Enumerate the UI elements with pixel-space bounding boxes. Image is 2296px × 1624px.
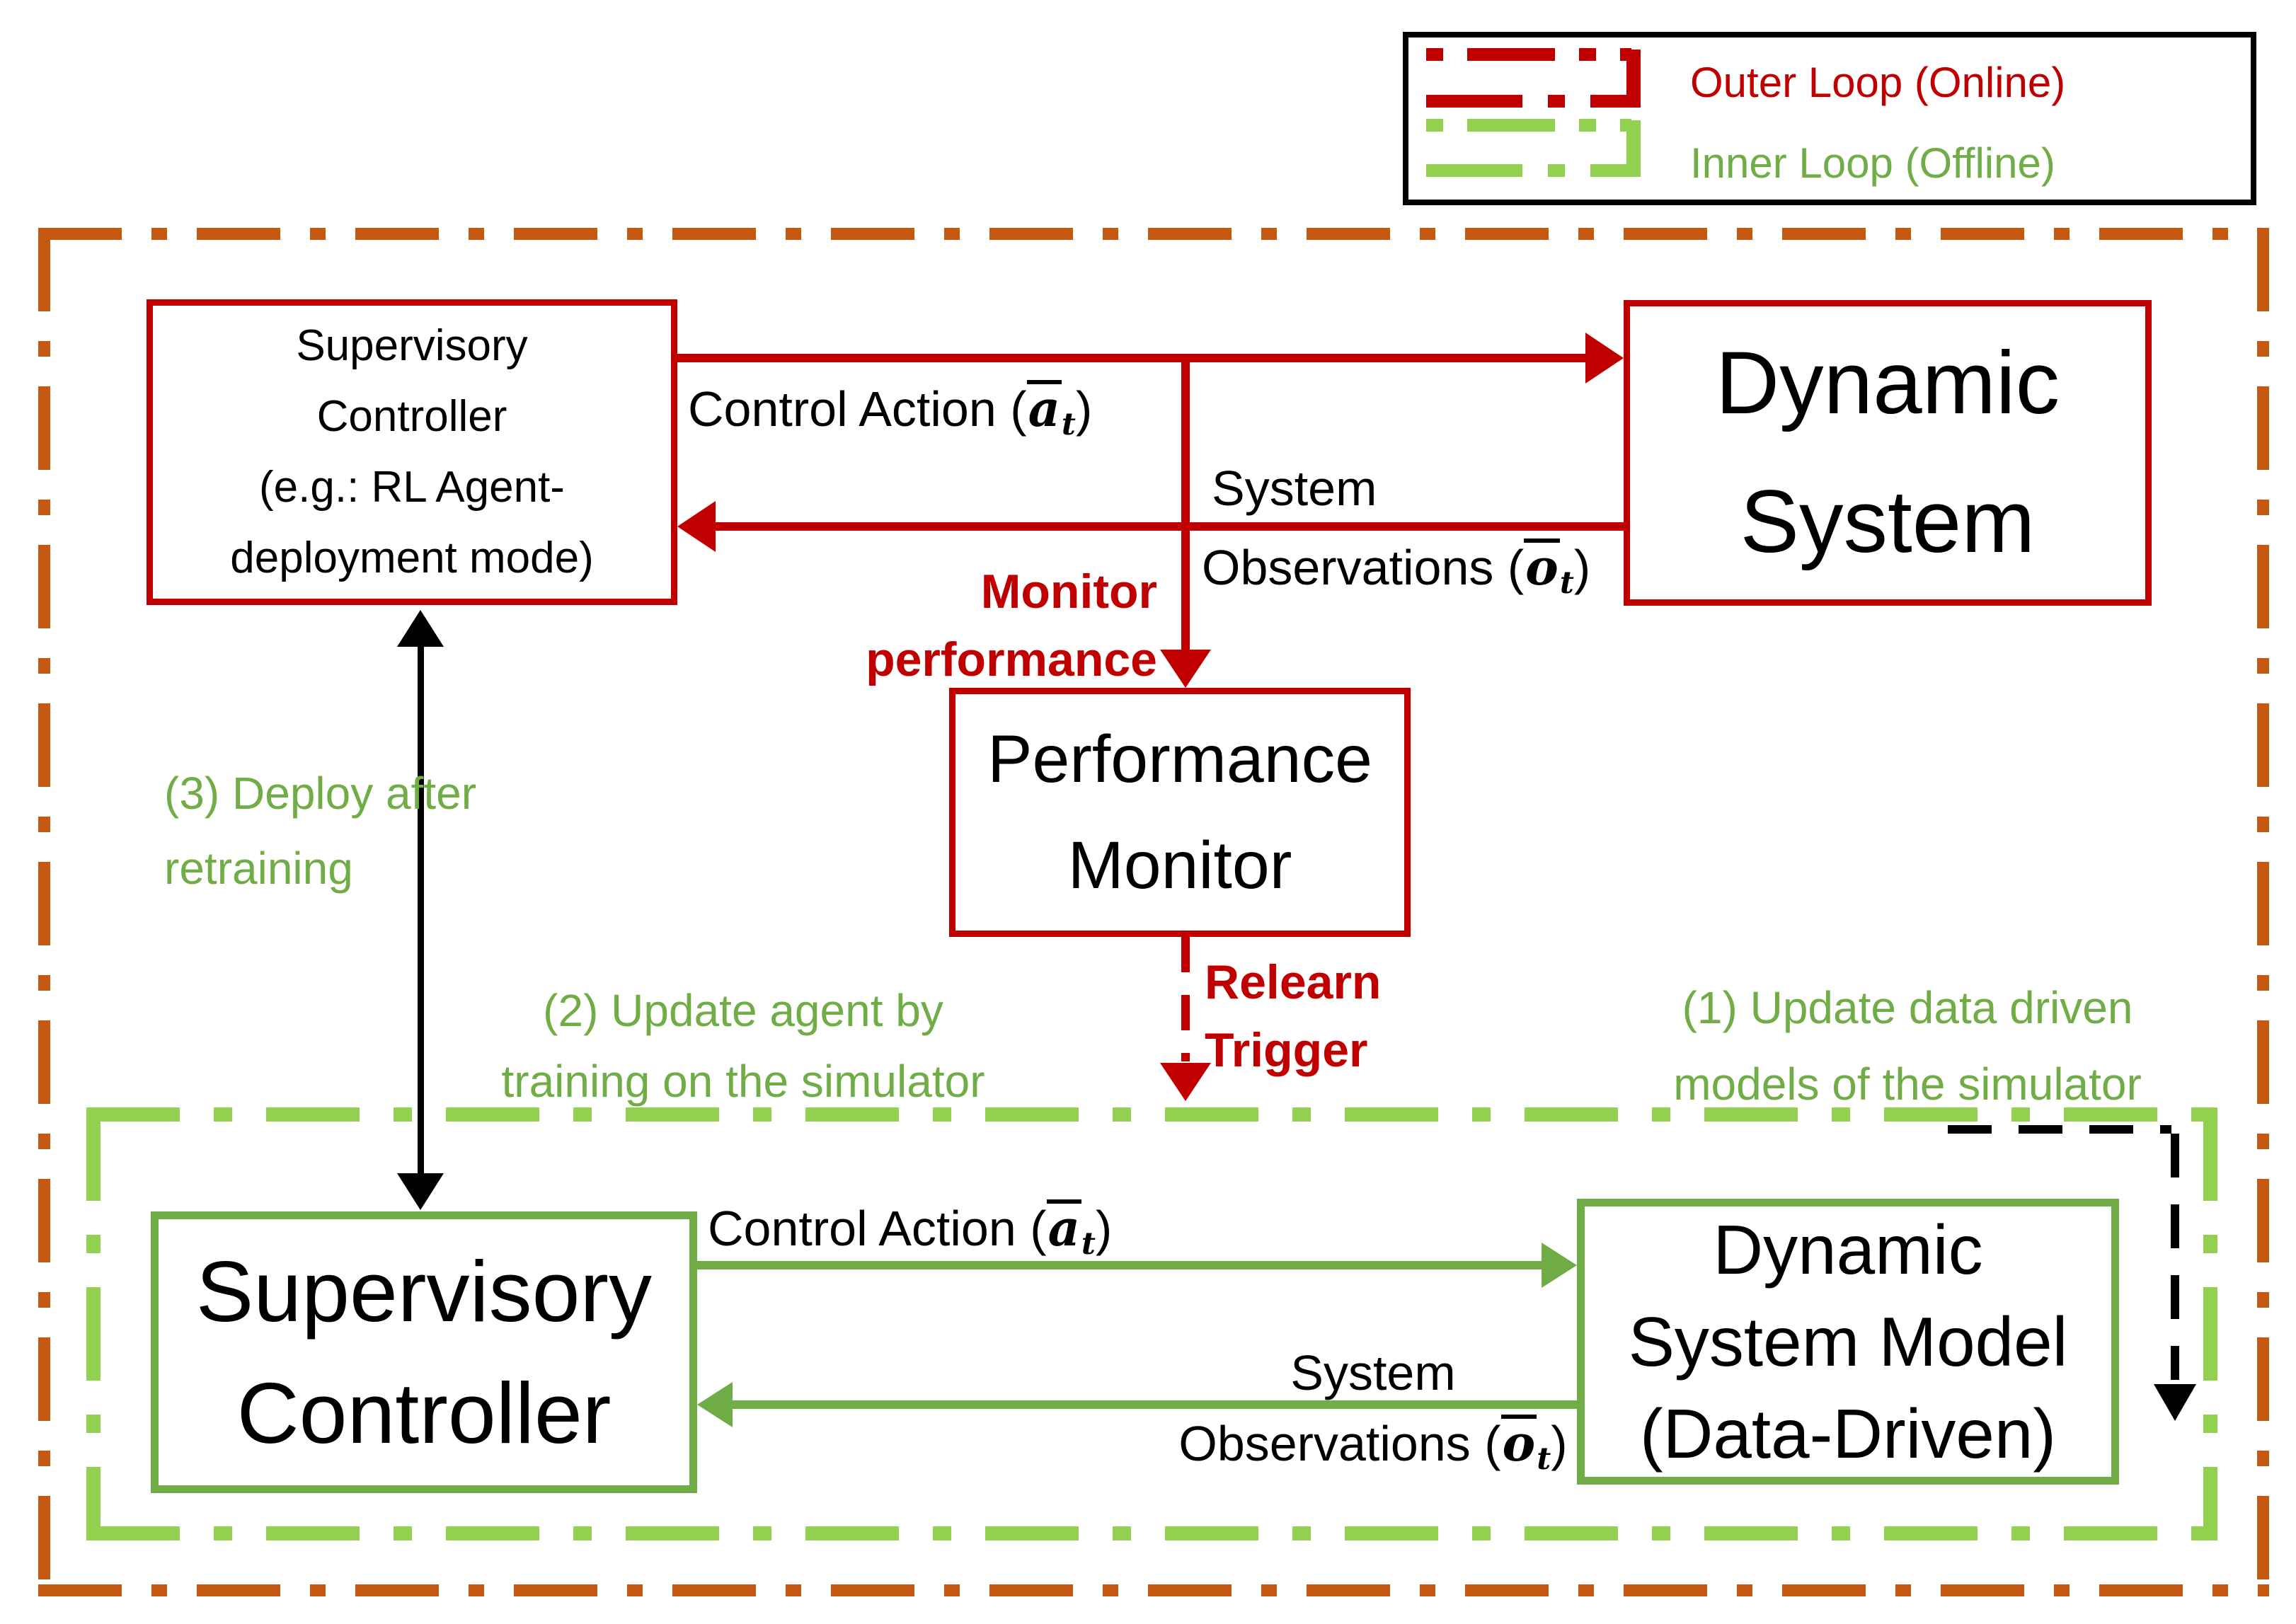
box-text: (e.g.: RL Agent- xyxy=(259,463,565,512)
system-observations-label-top-line2: Observations (ot) xyxy=(1202,538,1591,601)
update-models-dashed-arrow xyxy=(1948,1125,2171,1134)
system-observations-label-top-line1: System xyxy=(1212,461,1377,516)
box-text: Supervisory xyxy=(296,321,528,370)
box-text: Monitor xyxy=(1067,828,1292,903)
box-text: (Data-Driven) xyxy=(1639,1395,2057,1473)
inner-loop-border-bottom xyxy=(86,1526,2217,1541)
arrowhead-up-icon xyxy=(397,610,444,647)
inner-loop-line-sample xyxy=(1426,164,1641,177)
inner-loop-border-left xyxy=(86,1107,101,1541)
arrowhead-left-icon xyxy=(697,1382,733,1427)
inner-loop-border-right xyxy=(2203,1107,2217,1541)
control-action-label-top: Control Action (at) xyxy=(688,379,1093,443)
box-text: deployment mode) xyxy=(230,534,594,582)
outer-loop-border-bottom xyxy=(38,1584,2269,1596)
control-action-arrow-top xyxy=(677,354,1585,362)
legend-inner-label: Inner Loop (Offline) xyxy=(1690,139,2055,187)
box-text: Controller xyxy=(236,1365,612,1461)
inner-loop-line-sample xyxy=(1426,119,1631,132)
control-action-arrow-bottom xyxy=(697,1261,1543,1269)
deploy-double-arrow xyxy=(418,640,424,1178)
arrowhead-down-icon xyxy=(397,1173,444,1210)
supervisory-controller-sim-box: Supervisory Controller xyxy=(151,1211,697,1493)
dynamic-system-box: Dynamic System xyxy=(1624,300,2152,606)
update-models-dashed-arrow xyxy=(2171,1134,2179,1380)
box-text: Performance xyxy=(987,722,1372,797)
arrowhead-down-icon xyxy=(2154,1384,2196,1421)
box-text: Supervisory xyxy=(195,1243,653,1340)
control-action-label-bottom: Control Action (at) xyxy=(708,1199,1113,1262)
update-agent-annotation: (2) Update agent by training on the simu… xyxy=(501,985,985,1107)
arrowhead-right-icon xyxy=(1585,333,1624,384)
supervisory-controller-deployed-box: Supervisory Controller (e.g.: RL Agent- … xyxy=(147,299,677,605)
performance-monitor-box: Performance Monitor xyxy=(949,688,1411,937)
legend-outer-label: Outer Loop (Online) xyxy=(1690,59,2066,106)
relearn-trigger-arrow xyxy=(1181,937,1190,1061)
outer-loop-border-left xyxy=(38,228,50,1596)
box-text: Controller xyxy=(316,392,507,441)
system-observations-label-bottom-line1: System xyxy=(1290,1345,1456,1400)
inner-loop-line-sample xyxy=(1626,120,1641,177)
box-text: System xyxy=(1740,473,2036,571)
arrowhead-left-icon xyxy=(677,501,716,552)
arrowhead-right-icon xyxy=(1542,1243,1577,1288)
box-text: Dynamic xyxy=(1715,334,2060,432)
outer-loop-line-sample xyxy=(1426,95,1641,108)
dynamic-system-model-box: Dynamic System Model (Data-Driven) xyxy=(1577,1199,2119,1485)
update-models-annotation: (1) Update data driven models of the sim… xyxy=(1673,982,2142,1110)
observation-branch-line xyxy=(1181,358,1190,651)
system-observations-arrow-top xyxy=(716,522,1624,531)
outer-loop-border-right xyxy=(2257,228,2269,1596)
box-text: Dynamic xyxy=(1713,1211,1983,1289)
arrowhead-down-icon xyxy=(1160,1063,1211,1101)
deploy-annotation: (3) Deploy after retraining xyxy=(164,768,477,894)
box-text: System Model xyxy=(1628,1303,2068,1381)
relearn-trigger-label: Relearn Trigger xyxy=(1205,955,1382,1077)
monitor-performance-label: Monitor performance xyxy=(866,565,1157,686)
outer-loop-line-sample xyxy=(1626,50,1641,108)
system-observations-label-bottom-line2: Observations (ot) xyxy=(1178,1414,1568,1478)
system-observations-arrow-bottom xyxy=(733,1400,1577,1409)
inner-loop-border-top xyxy=(86,1107,2217,1122)
outer-loop-line-sample xyxy=(1426,48,1631,61)
arrowhead-down-icon xyxy=(1160,650,1211,688)
outer-loop-border-top xyxy=(38,228,2269,240)
